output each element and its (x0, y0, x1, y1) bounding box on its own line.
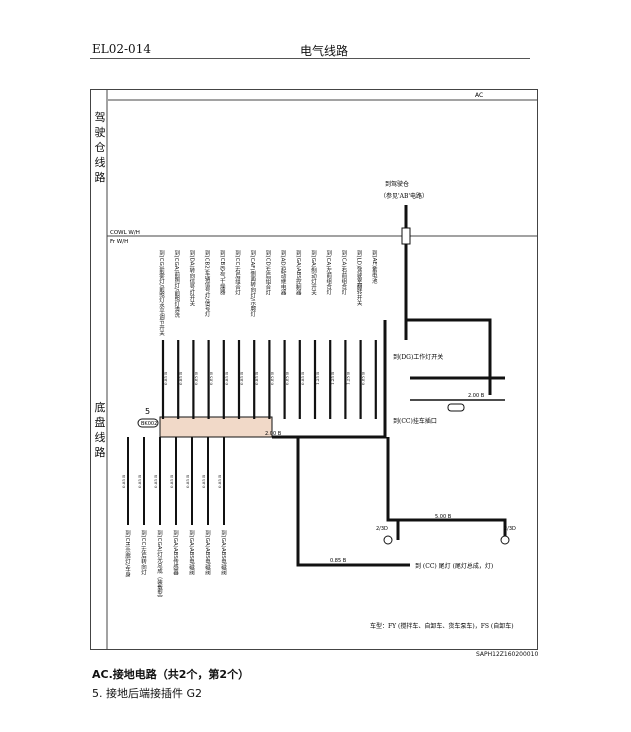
right-wire (406, 318, 492, 395)
upper-destination-label: 到(AD)起动继电器 (279, 250, 286, 296)
upper-destination-label: 到(CA)左前组合灯 (325, 250, 332, 295)
document-code: EL02-014 (92, 42, 151, 56)
ground-left-label: 2/3D (376, 526, 388, 532)
lower-wire-code: 0.85 B (169, 475, 174, 488)
cab-connector (401, 227, 411, 245)
lower-destination-label: 到(GA)ABS电磁阀 (204, 530, 210, 576)
bottom-wire-code: 5.00 B (435, 514, 452, 520)
header-rule (90, 58, 530, 59)
upper-wire-code: 0.85 B (254, 372, 259, 385)
upper-wire-code: 0.85 B (285, 372, 290, 385)
lower-wire-code: 0.85 B (185, 475, 190, 488)
upper-destination-label: 到(AE)蓄电池 (370, 250, 377, 284)
lower-destination-label: 到(CH)示廓灯/车身 (124, 530, 130, 578)
lower-wire-code: 0.85 B (153, 475, 158, 488)
upper-destination-label: 到(CG)前雾灯/前照灯水平调节开关 (158, 250, 164, 336)
ground-right-label: 2/3D (504, 526, 516, 532)
caption-item: 5. 接地后端接插件 G2 (92, 687, 203, 700)
upper-destination-label: 到(CA)右前组合灯 (340, 250, 347, 295)
lower-wire-code: 0.85 B (137, 475, 142, 488)
tail-wire-code: 0.85 B (330, 558, 347, 564)
lower-destination-label: 到(CC)左后转向灯 (140, 530, 146, 575)
ac-label: AC (475, 92, 483, 99)
section-label-cab: 驾驶仓线路 (94, 111, 106, 184)
upper-wire-code: 1.25 B (330, 372, 335, 385)
upper-wire-group: 0.85 B 0.85 B 0.85 B 0.85 B 0.85 B 0.85 B 0.85… (161, 340, 377, 419)
lower-destination-label: 到(GA)ABS传感器 (172, 530, 178, 576)
upper-destination-label: 到(GA)ABS控制器 (294, 250, 301, 296)
lower-destination-label: 到(GA)ABS电磁阀 (188, 530, 194, 576)
upper-wire-code: 0.85 B (224, 372, 229, 385)
upper-wire-code: 1.25 B (315, 372, 320, 385)
upper-destination-label: 到(CC)右后组合灯 (234, 250, 240, 295)
left-ground-wire (386, 437, 400, 540)
trailer-connector (447, 403, 465, 412)
upper-destination-label: 到(CD)左后组合灯 (264, 250, 271, 296)
to-cab-label: 到驾驶仓 (385, 180, 409, 188)
section-label-chassis: 底盘线路 (94, 401, 106, 459)
upper-wire-code: 0.85 B (361, 372, 366, 385)
page-title: 电气线路 (300, 44, 349, 58)
bus-cowl-label: COWL W/H (110, 230, 140, 236)
lower-wire-code: 0.85 B (121, 475, 126, 488)
upper-destination-label: 到(CGA)前照灯/前照灯清洗 (173, 250, 180, 318)
diagram-frame (90, 89, 538, 650)
connector-block (159, 416, 273, 438)
bus-fr-label: Fr W/H (110, 239, 128, 245)
upper-wire-code: 0.85 B (209, 372, 214, 385)
upper-destination-label: 到(LD)驾驶室翻转开关 (355, 250, 362, 306)
tail-light-label: 到 (CC) 尾灯 (尾灯总成，灯) (415, 562, 493, 570)
connector-tag-box (137, 418, 159, 428)
bus-wire (272, 320, 387, 439)
upper-destination-label: 到(CB2)车辆信号灯/信号灯 (203, 250, 210, 317)
upper-wire-code: 0.85 B (269, 372, 274, 385)
upper-destination-label: 到(CB)空气干燥器 (218, 250, 225, 295)
upper-wire-code: 1.25 B (345, 372, 350, 385)
upper-destination-label: 到(DA)转向信号灯开关 (188, 250, 195, 307)
tail-wire (296, 437, 410, 567)
lower-wire-code: 0.85 B (201, 475, 206, 488)
connector-number: 5 (145, 407, 150, 416)
upper-destination-label: 到(GA)制动灯开关 (310, 250, 316, 296)
bus-wire-code: 2.00 B (265, 431, 282, 437)
ground-right-icon (500, 535, 510, 545)
figure-code: SAPH12Z160200010 (476, 651, 539, 658)
connector-tag: BK002 (141, 421, 157, 427)
bottom-wire (398, 518, 507, 540)
upper-wire-code: 0.85 B (193, 372, 198, 385)
right-wire-code: 2.00 B (468, 393, 485, 399)
to-cab-ref-label: （参见'AB'电路） (380, 192, 428, 200)
lower-destination-label: 到(CGA)灯光总成（装载型） (156, 530, 162, 602)
trailer-socket-label: 到(CC)挂车插口 (393, 417, 437, 425)
work-light-label: 到(DG)工作灯开关 (393, 353, 443, 361)
upper-wire-code: 0.85 B (300, 372, 305, 385)
upper-destination-label: 到(CAF)侧面转向灯/示廓灯 (249, 250, 256, 317)
lower-wire-group: 0.85 B 0.85 B 0.85 B 0.85 B 0.85 B 0.85 B 0.85… (121, 437, 225, 525)
vehicle-type-label: 车型：FY (搅拌车、自卸车、货车泵车)，FS (自卸车) (370, 622, 514, 630)
ground-left-icon (383, 535, 393, 545)
caption-title: AC.接地电路（共2个，第2个） (92, 668, 250, 681)
upper-wire-code: 0.85 B (163, 372, 168, 385)
upper-wire-code: 0.85 B (239, 372, 244, 385)
lower-destination-label: 到(GA)ABS电磁阀 (220, 530, 226, 576)
upper-wire-code: 0.85 B (178, 372, 183, 385)
lower-wire-code: 0.85 B (217, 475, 222, 488)
